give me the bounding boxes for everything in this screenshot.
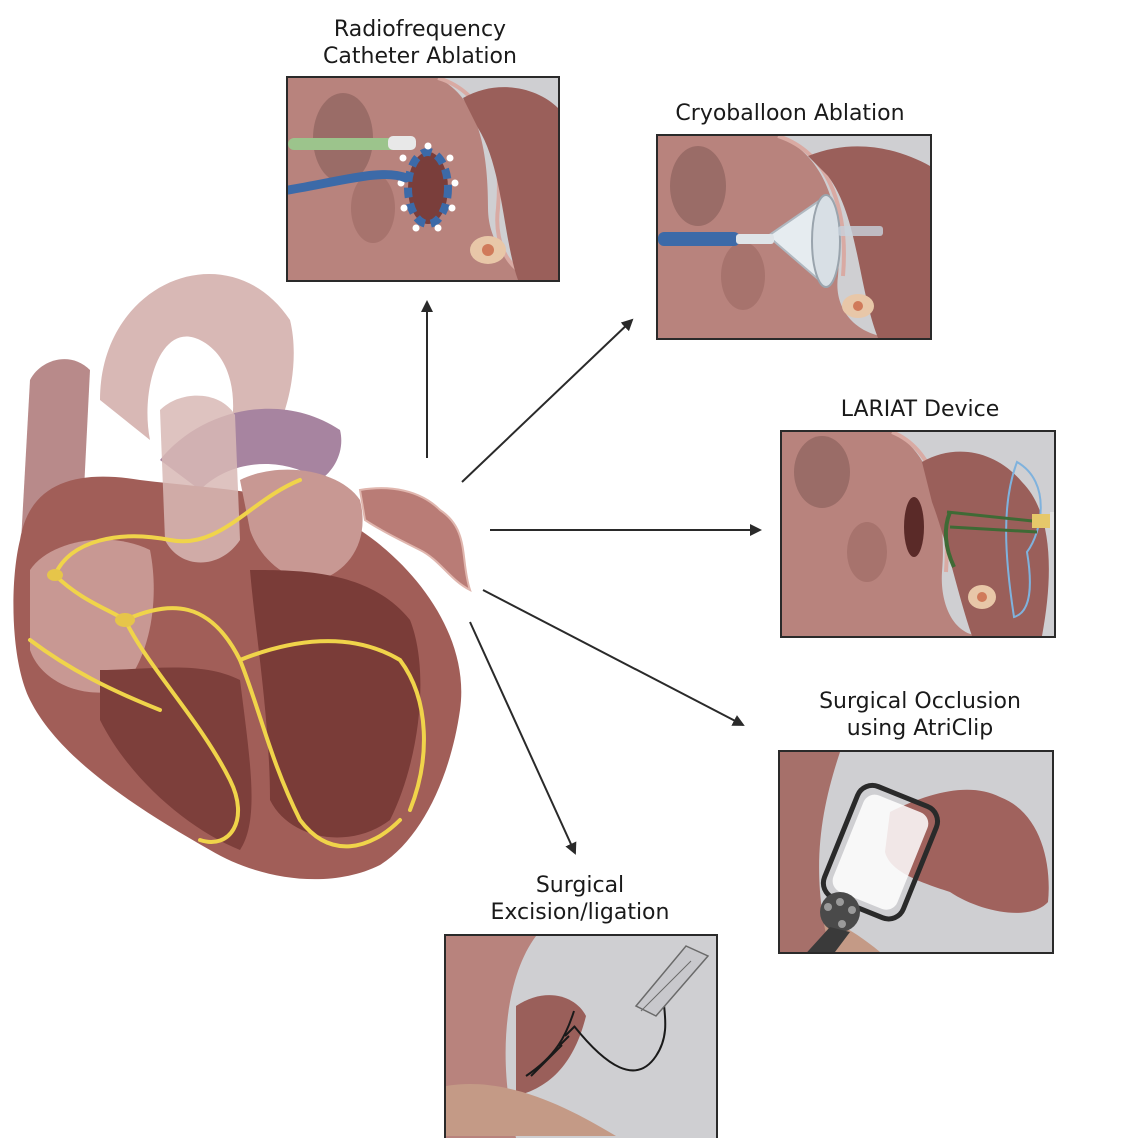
arrow-to-atriclip [483,590,743,725]
rf-ablation-title: Radiofrequency Catheter Ablation [290,16,550,70]
atriclip-illustration [780,752,1052,952]
heart-cross-section [0,240,480,900]
excision-illustration [446,936,716,1138]
arrow-to-cryoballoon [462,320,632,482]
cryoballoon-title: Cryoballoon Ablation [640,100,940,127]
atriclip-title: Surgical Occlusion using AtriClip [780,688,1060,742]
arrow-to-excision [470,622,575,853]
cryoballoon-illustration [658,136,930,338]
lariat-title: LARIAT Device [790,396,1050,423]
heart-illustration [0,240,480,900]
lariat-panel [780,430,1056,638]
excision-panel [444,934,718,1138]
lariat-illustration [782,432,1054,636]
excision-title: Surgical Excision/ligation [450,872,710,926]
atriclip-panel [778,750,1054,954]
cryoballoon-panel [656,134,932,340]
